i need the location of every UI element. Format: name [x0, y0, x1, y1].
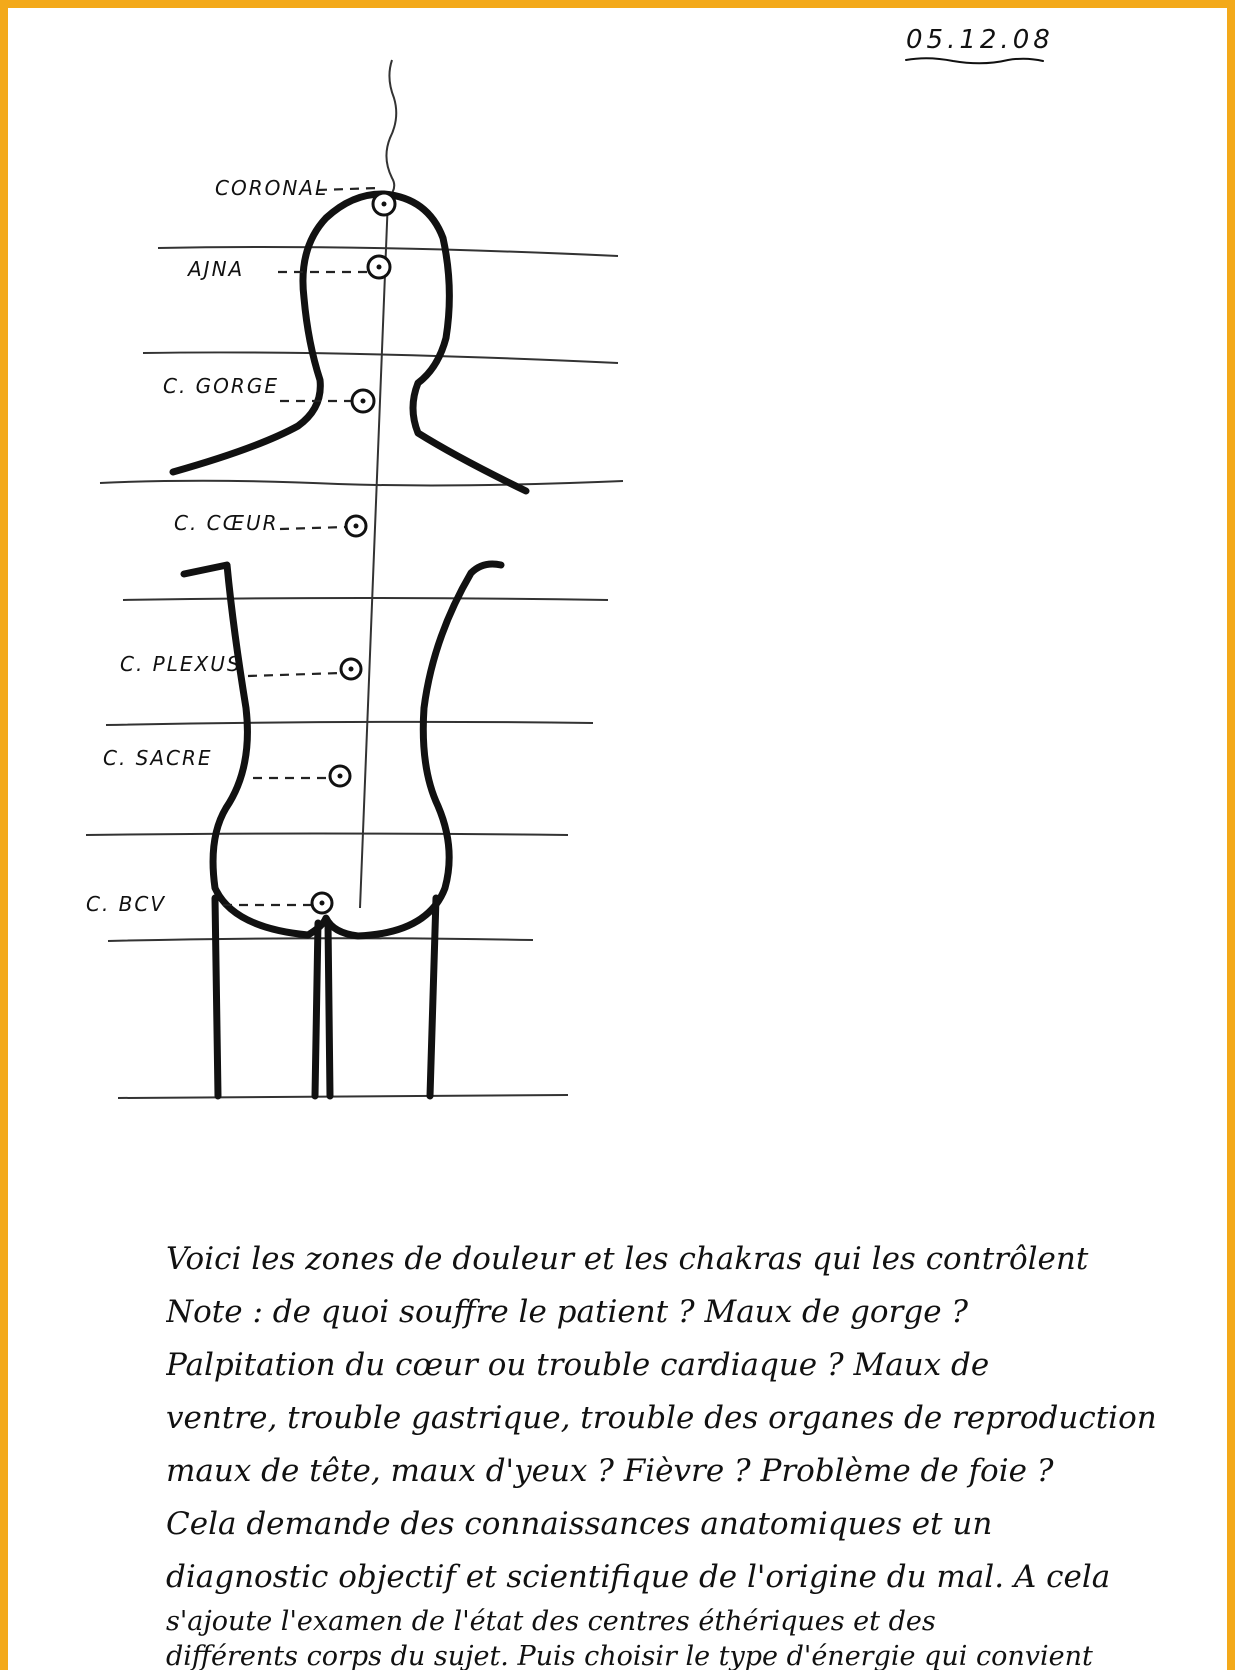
note-line: Note : de quoi souffre le patient ? Maux…: [166, 1286, 1206, 1339]
chakra-marker-center: [354, 524, 359, 529]
note-line: diagnostic objectif et scientifique de l…: [166, 1551, 1206, 1604]
document-page: 05.12.08 CORONAL: [8, 8, 1227, 1670]
torso-outline: [184, 564, 501, 936]
body-diagram: 05.12.08 CORONAL: [8, 8, 1227, 1208]
note-line: maux de tête, maux d'yeux ? Fièvre ? Pro…: [166, 1445, 1206, 1498]
note-line: Palpitation du cœur ou trouble cardiaque…: [166, 1339, 1206, 1392]
note-line: différents corps du sujet. Puis choisir …: [166, 1639, 1206, 1670]
left-leg-inner: [315, 923, 318, 1096]
chakra-leader-line: [248, 673, 341, 676]
chakra-leader-line: [280, 527, 346, 529]
right-leg-outer: [430, 898, 436, 1096]
chakra-label: C. CŒUR: [174, 511, 279, 535]
chakra-marker-center: [382, 202, 387, 207]
chakra-bcv: C. BCV: [86, 892, 332, 916]
left-leg-outer: [215, 898, 218, 1096]
chakra-marker-center: [349, 667, 354, 672]
chakra-marker-center: [361, 399, 366, 404]
note-line: Cela demande des connaissances anatomiqu…: [166, 1498, 1206, 1551]
head-outline: [173, 194, 526, 491]
note-line: s'ajoute l'examen de l'état des centres …: [166, 1604, 1206, 1639]
right-leg-inner: [328, 923, 330, 1096]
chakra-sacre: C. SACRE: [103, 746, 350, 786]
chakra-marker-center: [338, 774, 343, 779]
chakra-coeur: C. CŒUR: [174, 511, 366, 536]
guide-line: [143, 352, 618, 363]
guide-line: [106, 722, 593, 725]
note-line: ventre, trouble gastrique, trouble des o…: [166, 1392, 1206, 1445]
chakra-label: C. PLEXUS: [120, 652, 242, 676]
handwritten-notes: Voici les zones de douleur et les chakra…: [166, 1233, 1206, 1670]
guide-line: [158, 247, 618, 256]
date-text: 05.12.08: [906, 25, 1054, 55]
chakra-label: AJNA: [186, 257, 244, 281]
guide-line: [118, 1095, 568, 1098]
note-line: Voici les zones de douleur et les chakra…: [166, 1233, 1206, 1286]
chakra-gorge: C. GORGE: [163, 374, 374, 412]
chakra-plexus: C. PLEXUS: [120, 652, 361, 679]
chakra-label: C. BCV: [86, 892, 166, 916]
chakra-label: CORONAL: [215, 176, 328, 200]
chakra-ajna: AJNA: [186, 256, 390, 281]
chakra-label: C. SACRE: [103, 746, 213, 770]
chakra-marker-center: [320, 901, 325, 906]
date-underline: [906, 58, 1043, 63]
guide-line: [86, 834, 568, 836]
chakra-label: C. GORGE: [163, 374, 279, 398]
guide-line: [100, 481, 623, 486]
chakra-marker-center: [377, 265, 382, 270]
guide-line: [123, 598, 608, 600]
